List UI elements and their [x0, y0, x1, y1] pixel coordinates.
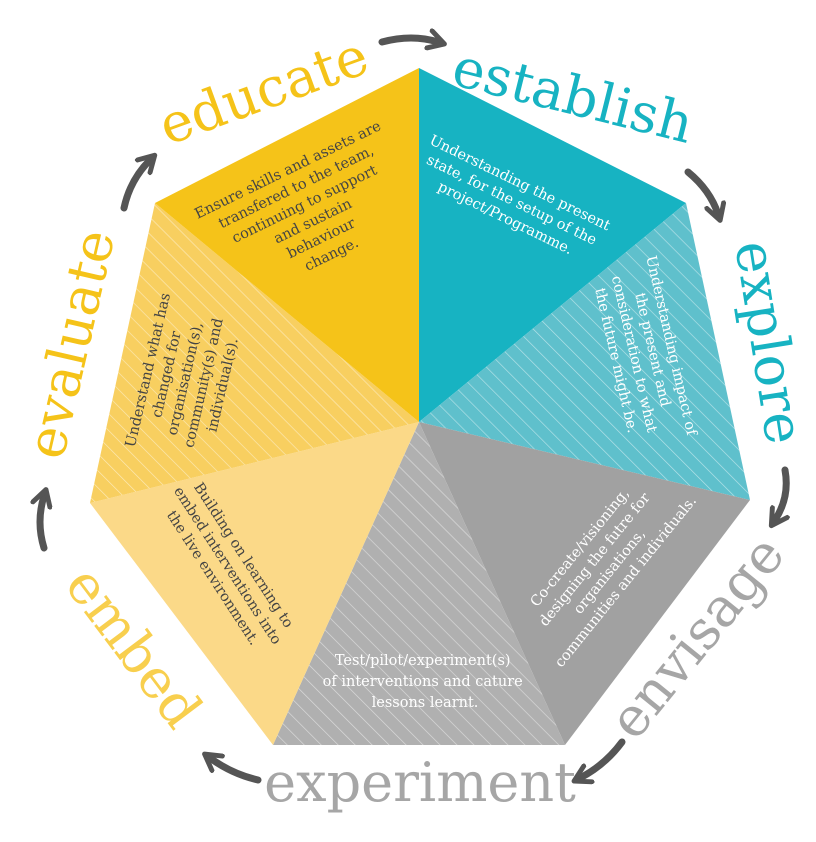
segment-evaluate [90, 203, 419, 503]
arrow-explore-to-envisage-icon [775, 466, 786, 520]
arrow-embed-to-evaluate-icon [40, 496, 44, 552]
segment-embed [90, 422, 419, 745]
description-line: of interventions and cature [323, 674, 523, 690]
segment-establish [419, 68, 686, 422]
arrow-envisage-to-experiment-icon [580, 738, 626, 778]
description-experiment: Test/pilot/experiment(s) of intervention… [323, 653, 528, 711]
segment-explore-hatch [419, 203, 750, 500]
description-line: Test/pilot/experiment(s) [335, 653, 511, 669]
segment-explore [419, 203, 750, 500]
segment-experiment-hatch [273, 422, 565, 745]
segment-evaluate-hatch [90, 203, 419, 503]
segment-establish-fill [419, 68, 686, 422]
arrow-experiment-to-embed-icon [210, 758, 262, 784]
label-explore: explore [722, 236, 816, 448]
arrow-establish-to-explore-icon [684, 168, 718, 214]
segment-envisage-fill [419, 422, 750, 745]
arrow-educate-to-establish-icon [378, 38, 438, 42]
description-line: lessons learnt. [372, 695, 479, 711]
segment-educate [155, 68, 419, 422]
segment-embed-fill [90, 422, 419, 745]
label-experiment: experiment [264, 751, 576, 814]
arrow-evaluate-to-educate-icon [120, 160, 150, 212]
segment-envisage [419, 422, 750, 745]
segment-experiment [273, 422, 565, 745]
segment-educate-fill [155, 68, 419, 422]
